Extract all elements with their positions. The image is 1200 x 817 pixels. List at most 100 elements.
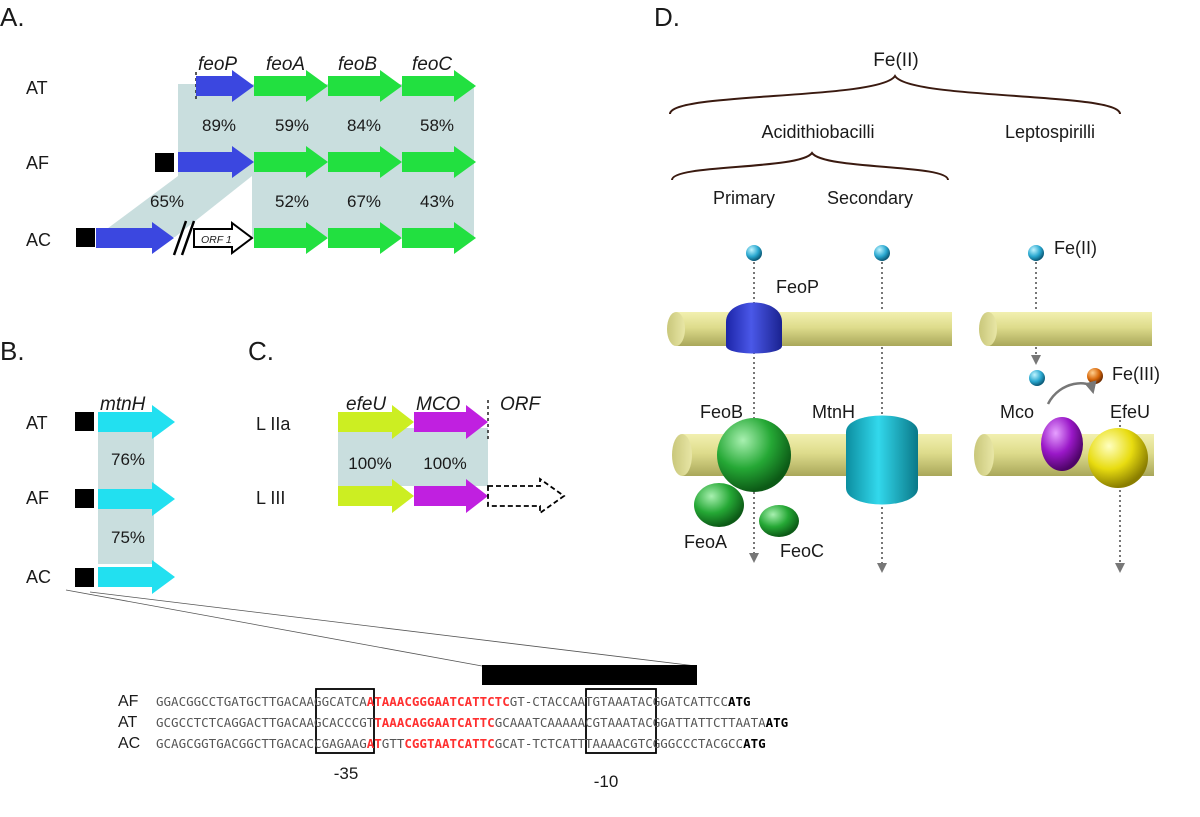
gene-label-mtnh: mtnH <box>100 394 146 415</box>
fe2-ion-periplasm <box>1029 370 1045 386</box>
gene-arrow-mtnh-ac <box>98 560 175 594</box>
promoter-box-b-af <box>75 489 94 508</box>
promoter-box-ac <box>76 228 95 247</box>
seq-segment: ATG <box>743 736 766 751</box>
gene-arrow-feop-ac <box>96 222 174 254</box>
protein-label-feop: FeoP <box>776 277 819 297</box>
sequence-alignment: -35 -10 AF AT AC GGACGGCCTGATGCTTGACAAGG… <box>118 665 788 791</box>
break-mark-1 <box>172 220 188 256</box>
identity-mtnh-at-af: 76% <box>111 450 145 469</box>
binding-site-bar <box>482 665 697 685</box>
protein-mco <box>1041 417 1083 471</box>
panel-label-c: C. <box>248 336 274 366</box>
protein-mtnh <box>846 415 918 505</box>
identity-mtnh-af-ac: 75% <box>111 528 145 547</box>
seq-segment: ATG <box>728 694 751 709</box>
gene-arrow-mco-l2a <box>414 405 488 439</box>
seq-segment: TAAACAGG <box>374 715 434 730</box>
row-label-ac: AC <box>26 230 51 250</box>
gene-arrow-feoc-at <box>402 70 476 102</box>
protein-feoa <box>694 483 744 527</box>
protein-label-feoc: FeoC <box>780 541 824 561</box>
fe2-ion-label: Fe(II) <box>1054 238 1097 258</box>
top-label-fe2: Fe(II) <box>873 50 918 71</box>
gene-arrow-feob-af <box>328 146 402 178</box>
label-minus-35: -35 <box>334 764 359 783</box>
promoter-box-b-ac <box>75 568 94 587</box>
gene-arrow-feoa-at <box>254 70 328 102</box>
gene-arrow-efeu-l3 <box>338 479 414 513</box>
gene-arrow-efeu-l2a <box>338 405 414 439</box>
seq-segment: AATCAT <box>434 736 479 751</box>
protein-label-efeu: EfeU <box>1110 402 1150 422</box>
seq-segment: AATCAT <box>434 694 479 709</box>
row-label-b-at: AT <box>26 413 48 433</box>
seq-segment: GCGCCTCTCAGGAC <box>156 715 261 730</box>
gene-label-feoa: feoA <box>266 54 305 75</box>
zoom-line-left <box>65 589 483 667</box>
seq-row-at: GCGCCTCTCAGGACTTGACAAGCACCCGTTAAACAGGAAT… <box>156 715 788 730</box>
seq-segment: AGGCATCA <box>307 694 368 709</box>
seq-segment: TC <box>480 715 495 730</box>
gene-arrow-mtnh-af <box>98 482 175 516</box>
gene-label-mco: MCO <box>416 394 461 415</box>
group-leptospirilli: Leptospirilli <box>1005 122 1095 142</box>
seq-row-label-at: AT <box>118 714 137 731</box>
fe2-ion-secondary <box>874 245 890 261</box>
break-mark-2 <box>180 220 196 256</box>
panel-d-diagram: Fe(II) Acidithiobacilli Leptospirilli Pr… <box>667 50 1160 573</box>
shade-feop-af-ac <box>96 176 252 237</box>
seq-segment: TTGACA <box>261 694 307 709</box>
box-minus-35 <box>315 688 375 754</box>
seq-segment: TTGACA <box>261 715 307 730</box>
outer-membrane-lepto <box>988 312 1152 346</box>
identity-mco: 100% <box>423 454 466 473</box>
panel-label-a: A. <box>0 2 25 32</box>
orf-arrow-dashed <box>487 477 566 515</box>
oxidation-arrow <box>1046 380 1097 405</box>
seq-segment: CCGAGAAG <box>307 736 367 751</box>
protein-label-mtnh: MtnH <box>812 402 855 422</box>
protein-feob <box>717 418 791 492</box>
row-label-b-ac: AC <box>26 567 51 587</box>
brace-top <box>669 74 1121 115</box>
outer-membrane-acidi-end <box>667 312 685 346</box>
gene-arrow-mco-l3 <box>414 479 488 513</box>
protein-feoc <box>759 505 799 537</box>
fe2-ion-lepto <box>1028 245 1044 261</box>
panel-label-d: D. <box>654 2 680 32</box>
seq-row-label-ac: AC <box>118 735 140 752</box>
identity-feob-af-ac: 67% <box>347 192 381 211</box>
protein-efeu <box>1088 428 1148 488</box>
row-label-l3: L III <box>256 488 285 508</box>
subgroup-primary: Primary <box>713 188 775 208</box>
seq-row-af: GGACGGCCTGATGCTTGACAAGGCATCAATAAACGGGAAT… <box>156 694 751 709</box>
gene-arrow-feob-at <box>328 70 402 102</box>
identity-feoa-af-ac: 52% <box>275 192 309 211</box>
gene-arrow-feoa-ac <box>254 222 328 254</box>
seq-segment: AT <box>367 736 382 751</box>
panel-label-b: B. <box>0 336 25 366</box>
identity-feoc-at-af: 58% <box>420 116 454 135</box>
row-label-l2a: L IIa <box>256 414 291 434</box>
identity-feoc-af-ac: 43% <box>420 192 454 211</box>
inner-membrane-lepto-end <box>974 434 994 476</box>
fe3-ion <box>1087 368 1103 384</box>
zoom-line-right <box>89 591 697 667</box>
identity-feob-at-af: 84% <box>347 116 381 135</box>
gene-arrow-feoa-af <box>254 146 328 178</box>
shade-efeu-mco <box>338 428 488 486</box>
row-label-b-af: AF <box>26 488 49 508</box>
gene-arrow-feob-ac <box>328 222 402 254</box>
outer-membrane-acidi <box>676 312 952 346</box>
group-acidithiobacilli: Acidithiobacilli <box>761 122 874 142</box>
seq-row-ac: GCAGCGGTGACGGCTTGACACCGAGAAGATGTTCGGTAAT… <box>156 736 766 751</box>
protein-label-feoa: FeoA <box>684 532 727 552</box>
panel-c-diagram: efeU MCO ORF L IIa L III 100% 100% <box>256 394 566 515</box>
gene-arrow-feoc-af <box>402 146 476 178</box>
seq-segment: GT-CTACCAATGTAAATACGGATCATTCC <box>510 694 728 709</box>
seq-segment: GGACGGCCTGATGC <box>156 694 261 709</box>
identity-feoa-at-af: 59% <box>275 116 309 135</box>
identity-feop-at-af: 89% <box>202 116 236 135</box>
